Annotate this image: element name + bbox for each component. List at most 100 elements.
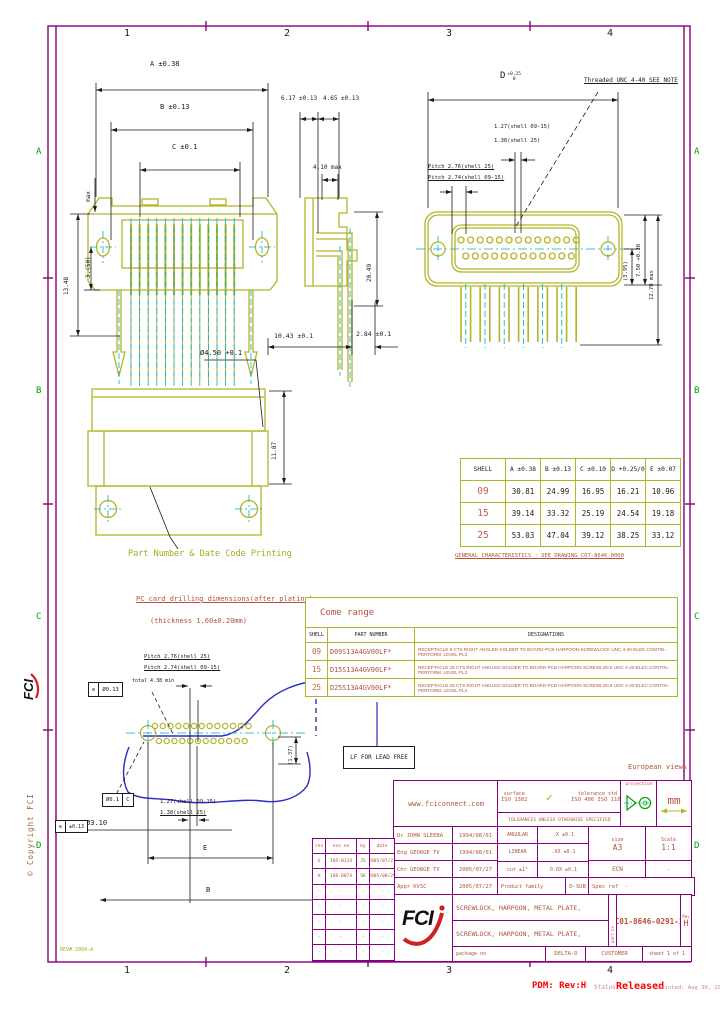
table-cell: 15 [461,503,506,525]
revision-history-table: rev ecn no by date G 105-0124 JS 2005/07… [312,838,395,962]
drill-dim-138: 1.38(shell 25) [160,810,207,816]
fci-logo-swoosh-icon [402,905,445,946]
front-dim-d: D +0.25 0 [500,71,521,83]
titleblock-package-no: package no [452,946,550,962]
table-cell: 33.12 [651,531,675,540]
table-cell: 09 [306,643,328,660]
linear-label: LINEAR [498,844,538,862]
shell-dimension-table: SHELL A ±0.38 B ±0.13 C ±0.10 D +0.25/0 … [460,458,681,547]
table-cell: - [370,885,394,900]
table-cell: - [313,945,326,961]
drill-dim-b: B [206,886,211,894]
come-range-title: Come range [320,607,375,618]
table-cell: RECEPTACLE 25 CTS RIGHT ANGLED-SOLDER TO… [418,682,670,693]
table-cell: - [357,899,370,915]
rear-view-centerlines [90,218,275,388]
fci-logo-text: FCI [402,907,434,930]
rev-header: rev [313,839,326,855]
first-angle-projection-icon [624,794,654,812]
table-cell: 24.54 [611,503,646,525]
titleblock-units: mm [656,780,692,828]
zone-number-bottom-2: 2 [284,965,291,976]
come-range-table: Come range SHELL PART NUMBER DESIGNATION… [305,597,678,697]
zone-number-top-4: 4 [607,28,614,39]
table-cell: - [370,930,394,946]
tolerance-xx: .XX ±0.1 [538,844,589,862]
footer-pdm-rev: PDM: Rev:H [532,981,587,991]
dimension-lines [56,83,662,903]
shell-table-header: D +0.25/0 [611,459,646,481]
table-cell: 15 [306,661,328,678]
table-cell: D15S13A4GV00LF* [328,661,415,678]
front-dim-127: 1.27(shell 09-15) [494,124,551,130]
zone-number-top-1: 1 [124,28,131,39]
table-cell: - [313,930,326,946]
table-cell: RECEPTACLE 15 CTS RIGHT ANGLED-SOLDER TO… [418,664,670,675]
titleblock-tolerance-grid: ANGULAR .X ±0.1 LINEAR .XX ±0.1 cut ±1° … [497,826,590,879]
titleblock-revision: Rev H [680,894,692,948]
table-cell: 53.03 [506,525,541,546]
datum-tolerance: ±0.13 [69,823,85,830]
rev-header: date [370,839,394,855]
table-cell: 105-0124 [326,854,357,870]
projection-label: projection [625,782,653,787]
side-dim-450: Ø4.50 +0.1 [200,349,243,357]
table-cell: 24.99 [541,481,576,503]
come-range-col-shell: SHELL [306,628,328,642]
table-cell: - [313,884,326,900]
corner-note: REV# 2004-A [60,947,94,953]
bottom-dim-1187: 11.87 [271,441,278,460]
zone-letter-left-c: C [36,612,42,622]
side-dim-410: 4.10 max [313,164,342,171]
drill-datum-note: total 4.38 min [132,678,175,684]
front-dim-138: 1.38(shell 25) [494,138,541,144]
come-range-col-pn: PART NUMBER [328,628,415,642]
shell-table-header: C ±0.10 [576,459,611,481]
table-cell: 2005/07/27 [370,854,394,870]
titleblock-size: size A3 [588,826,647,862]
zone-number-bottom-1: 1 [124,965,131,976]
drill-datum-frame-1: e Ø0.13 [88,682,123,697]
table-cell: - [370,900,394,915]
rear-dim-height: 13.48 [63,276,70,295]
drill-dim-e: E [203,844,208,852]
titleblock-surface-tolerance: surface ISO 1302 ✓ tolerance std ISO 406… [497,780,628,814]
front-pitch-0915: Pitch 2.74(shell 09-15) [428,175,505,181]
table-cell: JS [357,854,370,870]
front-dim-395: (3.95) [623,261,629,281]
table-cell: 2005/08/29 [370,869,394,885]
drill-dim-127: 1.27(shell 09-15) [160,799,217,805]
table-cell: - [357,930,370,946]
side-dim-2049: 20.49 [366,263,373,282]
tolerance-label: tolerance std [577,790,618,797]
side-dim-1043: 10.43 ±0.1 [274,332,314,340]
table-cell: - [326,899,357,915]
general-characteristics-note: GENERAL CHARACTERISTICS : SEE DRAWING C0… [455,553,624,559]
front-pitch-25: Pitch 2.76(shell 25) [428,164,495,170]
shell-table-header: A ±0.38 [506,459,541,481]
titleblock-sheet: sheet 1 of 1 [642,946,692,962]
titleblock-description-2: SCREWLOCK, HARPOON, METAL PLATE, [452,920,613,948]
fci-logo: FCI [394,895,453,961]
table-cell: D09S13A4GV00LF* [328,643,415,660]
rear-view-geometry [87,197,278,380]
titleblock-projection: projection [620,780,658,829]
titleblock-logo-cell: FCI [393,894,454,962]
rear-dim-a: A ±0.38 [150,60,180,68]
table-cell: - [326,914,357,931]
zone-letter-right-d: D [694,841,700,851]
table-cell: 25 [306,679,328,696]
zone-letter-left-b: B [36,386,42,396]
zone-letter-right-a: A [694,147,700,157]
datum-tolerance: Ø0.13 [102,686,119,693]
margin-fci-logo: FCI [21,673,40,700]
table-cell: 16.95 [576,481,611,503]
drill-dia-310: Ø3.10 [86,819,108,827]
footer-printed: Printed: Aug 30, 2005 [658,985,720,991]
front-dim-750: 7.50 +0.38 [636,243,642,277]
unit-arrow-icon [661,808,687,813]
table-cell: 16.21 [611,481,646,503]
footer-status-value: Released [616,981,665,992]
